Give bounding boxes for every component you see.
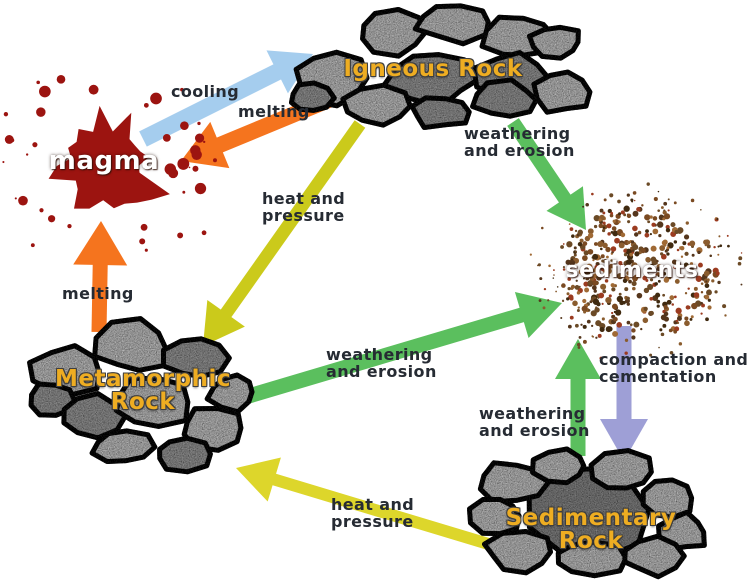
node-label-sedimentary-rock: Sedimentary Rock (505, 505, 677, 555)
node-label-magma: magma (48, 146, 160, 176)
arrow-weathering_metamorphic (239, 291, 562, 406)
label-weathering-erosion-sedimentary: weathering and erosion (479, 404, 590, 440)
arrow-heat_pressure_igneous (203, 120, 366, 346)
arrow-compaction (600, 326, 648, 461)
label-melting-igneous-to-magma: melting (238, 102, 310, 121)
rock-cluster-metamorphic (27, 316, 255, 475)
magma-splatter (2, 75, 217, 252)
rock-cluster-sedimentary (467, 446, 707, 580)
label-compaction-cementation: compaction and cementation (599, 350, 749, 386)
sediments-cloud (529, 182, 743, 361)
label-heat-and-pressure-igneous: heat and pressure (262, 189, 346, 225)
arrow-weathering_igneous (507, 118, 586, 230)
rock-clusters (27, 3, 707, 580)
rock-cluster-igneous (289, 3, 593, 130)
node-label-igneous-rock: Igneous Rock (343, 56, 523, 82)
label-cooling: cooling (171, 82, 240, 101)
label-heat-and-pressure-sedimentary: heat and pressure (331, 495, 415, 531)
node-label-sediments: sediments (565, 258, 699, 283)
label-weathering-erosion-igneous: weathering and erosion (464, 124, 575, 160)
arrow-weathering_sedimentary (555, 339, 601, 456)
arrow-melting_metamorphic (73, 221, 128, 333)
label-melting-metamorphic-to-magma: melting (62, 284, 134, 303)
arrow-cooling (139, 50, 313, 147)
label-weathering-erosion-metamorphic: weathering and erosion (326, 345, 437, 381)
arrow-heat_pressure_sedimentary (236, 457, 507, 555)
node-label-metamorphic-rock: Metamorphic Rock (55, 366, 231, 416)
